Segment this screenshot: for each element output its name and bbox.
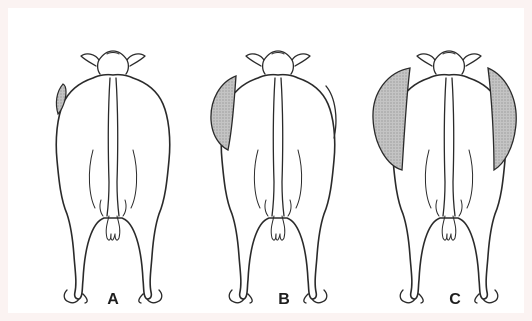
cow-c xyxy=(392,51,506,303)
cow-a xyxy=(56,51,170,303)
cow-b xyxy=(221,51,335,303)
label-c: C xyxy=(449,291,461,308)
label-b: B xyxy=(278,291,290,308)
label-a: A xyxy=(107,291,119,308)
